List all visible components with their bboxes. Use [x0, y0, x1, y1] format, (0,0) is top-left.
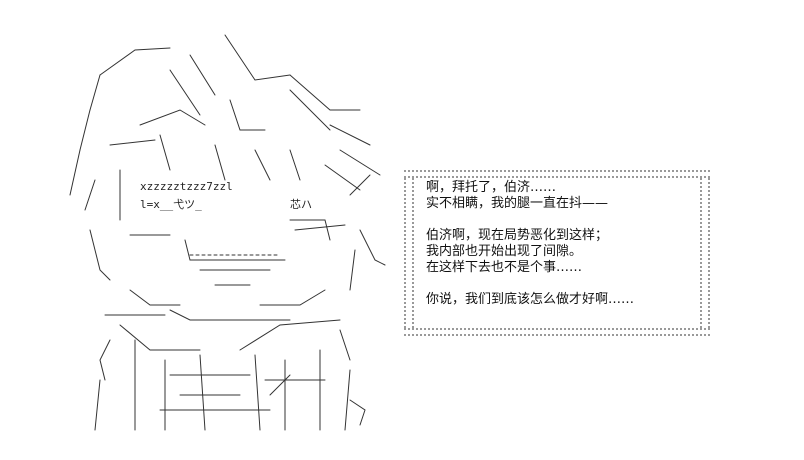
- ascii-art-character: xzzzzztzzz7zzl l=x__弋ツ_ 芯ハ: [40, 30, 400, 450]
- dialogue-text: 啊，拜托了，伯济…… 实不相瞒，我的腿一直在抖—— 伯济啊，现在局势恶化到这样；…: [426, 180, 688, 308]
- dialogue-line-6: 在这样下去也不是个事……: [426, 260, 583, 275]
- art-label-row3: 芯ハ: [290, 197, 312, 211]
- dialogue-line-1: 啊，拜托了，伯济……: [426, 180, 557, 195]
- dialogue-line-4: 伯济啊，现在局势恶化到这样；: [426, 228, 609, 243]
- speech-bubble: 啊，拜托了，伯济…… 实不相瞒，我的腿一直在抖—— 伯济啊，现在局势恶化到这样；…: [404, 170, 710, 336]
- dialogue-line-3: [426, 212, 688, 228]
- ascii-art-drawing: xzzzzztzzz7zzl l=x__弋ツ_ 芯ハ: [69, 34, 386, 431]
- art-label-row1: xzzzzztzzz7zzl: [140, 180, 233, 193]
- dialogue-line-5: 我内部也开始出现了间隙。: [426, 244, 583, 259]
- dialogue-line-8: 你说，我们到底该怎么做才好啊……: [426, 292, 635, 307]
- dialogue-line-2: 实不相瞒，我的腿一直在抖——: [426, 196, 609, 211]
- art-label-row2: l=x__弋ツ_: [140, 198, 202, 211]
- dialogue-line-7: [426, 276, 688, 292]
